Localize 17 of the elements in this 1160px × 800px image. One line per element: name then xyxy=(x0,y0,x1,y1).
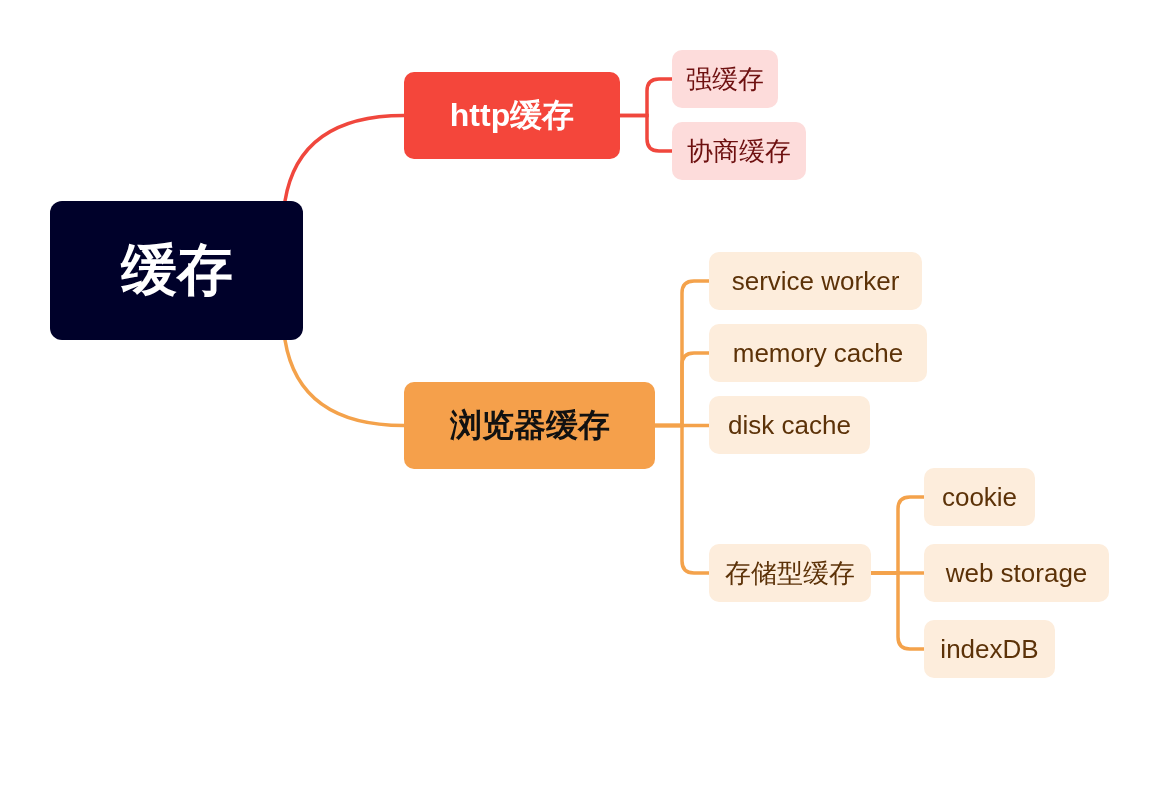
subtopic-box: 协商缓存 xyxy=(672,122,806,180)
subtopic-box: service worker xyxy=(709,252,922,310)
branch-line xyxy=(869,571,926,651)
main-topic-box: 浏览器缓存 xyxy=(404,382,655,469)
branch-line xyxy=(653,423,711,575)
subtopic-box: memory cache xyxy=(709,324,927,382)
subtopic-box: web storage xyxy=(924,544,1109,602)
central-topic-box: 缓存 xyxy=(50,201,303,340)
main-topic-box: http缓存 xyxy=(404,72,620,159)
subtopic-box: 存储型缓存 xyxy=(709,544,871,602)
branch-line xyxy=(283,338,406,428)
subtopic-box: indexDB xyxy=(924,620,1055,678)
subtopic-box: disk cache xyxy=(709,396,870,454)
subtopic-box: 强缓存 xyxy=(672,50,778,108)
subtopic-box: cookie xyxy=(924,468,1035,526)
branch-line xyxy=(283,113,406,203)
branch-line xyxy=(618,113,674,153)
